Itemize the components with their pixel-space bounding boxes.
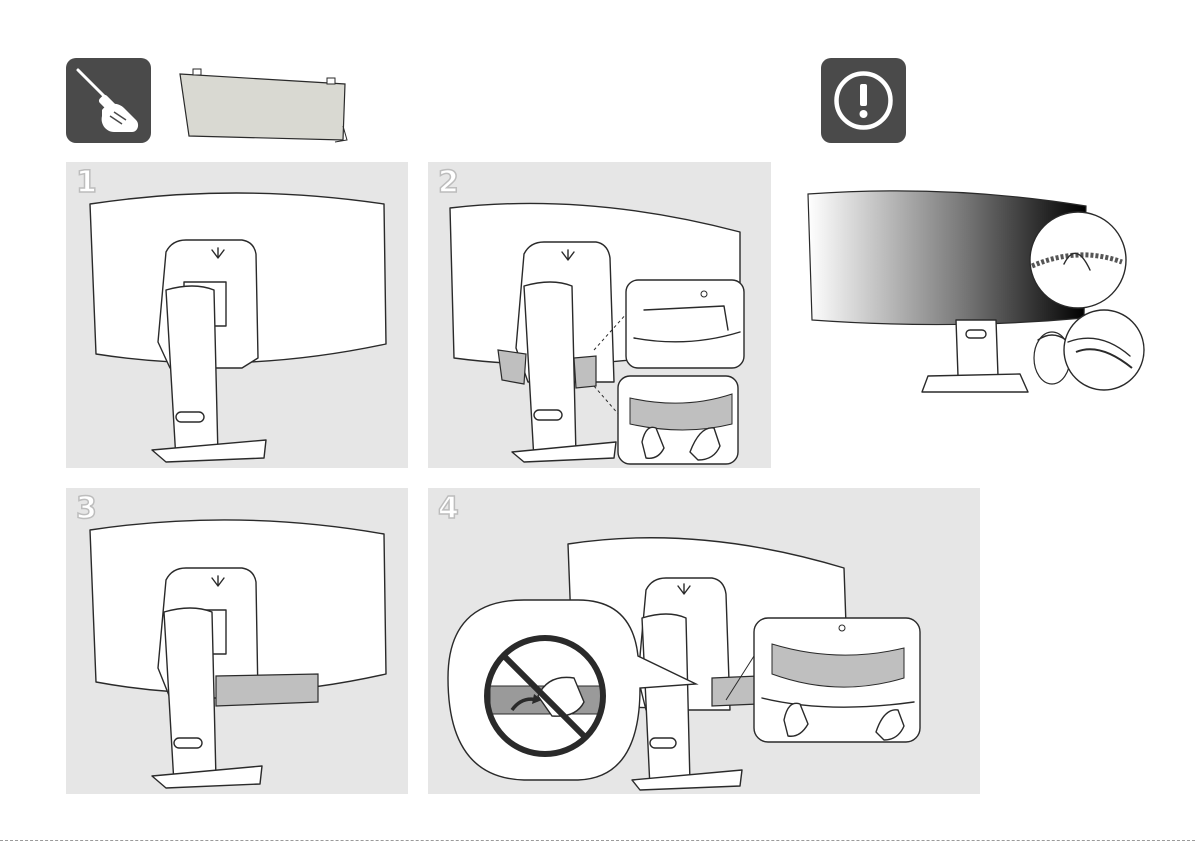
step-4-panel: 4 xyxy=(428,488,980,794)
step-2-panel: 2 xyxy=(428,162,771,468)
step-3-panel: 3 xyxy=(66,488,408,794)
bottom-dashed-rule xyxy=(0,840,1195,841)
caution-illustration xyxy=(800,180,1160,420)
exclamation-caution-icon xyxy=(821,58,906,143)
screwdriver-hand-icon xyxy=(66,58,151,143)
cable-cover-part xyxy=(175,66,355,146)
step-1-panel: 1 xyxy=(66,162,408,468)
